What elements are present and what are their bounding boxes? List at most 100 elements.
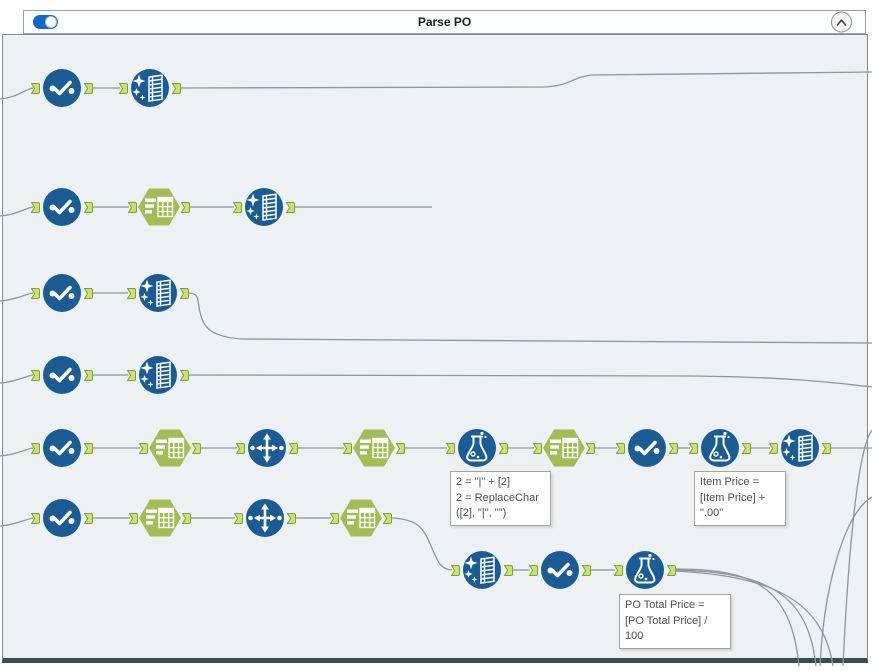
tool-select[interactable] (529, 548, 591, 592)
tool-formula[interactable] (689, 426, 751, 470)
container-enable-toggle[interactable] (33, 15, 58, 29)
tool-text-to-columns[interactable] (330, 496, 392, 540)
tool-formula[interactable] (446, 426, 508, 470)
input-anchor[interactable] (533, 442, 542, 454)
tool-text-to-columns[interactable] (343, 426, 405, 470)
container-header[interactable]: Parse PO (23, 10, 866, 34)
output-anchor[interactable] (286, 201, 295, 213)
tool-select[interactable] (31, 353, 93, 397)
tool-data-cleansing[interactable] (451, 548, 513, 592)
input-anchor[interactable] (689, 442, 698, 454)
output-anchor[interactable] (84, 512, 93, 524)
tool-transpose[interactable] (236, 426, 298, 470)
select-icon (41, 67, 83, 109)
connection-wire[interactable] (187, 292, 872, 344)
connection-wire[interactable] (0, 447, 34, 457)
output-anchor[interactable] (504, 564, 513, 576)
output-anchor[interactable] (84, 442, 93, 454)
input-anchor[interactable] (234, 512, 243, 524)
tool-formula[interactable] (614, 548, 676, 592)
input-anchor[interactable] (127, 287, 136, 299)
output-anchor[interactable] (669, 442, 678, 454)
connection-wire[interactable] (187, 374, 872, 388)
tool-select[interactable] (31, 426, 93, 470)
input-anchor[interactable] (31, 442, 40, 454)
tool-select[interactable] (31, 66, 93, 110)
output-anchor[interactable] (586, 442, 595, 454)
tool-select[interactable] (616, 426, 678, 470)
input-anchor[interactable] (529, 564, 538, 576)
data-cleansing-icon (138, 355, 178, 395)
tool-data-cleansing[interactable] (127, 271, 189, 315)
input-anchor[interactable] (343, 442, 352, 454)
input-anchor[interactable] (330, 512, 339, 524)
input-anchor[interactable] (139, 442, 148, 454)
output-anchor[interactable] (192, 442, 201, 454)
output-anchor[interactable] (182, 512, 191, 524)
input-anchor[interactable] (614, 564, 623, 576)
output-anchor[interactable] (84, 201, 93, 213)
output-anchor[interactable] (181, 201, 190, 213)
tool-transpose[interactable] (234, 496, 296, 540)
connection-wire[interactable] (842, 429, 872, 667)
connection-wire[interactable] (819, 496, 872, 667)
output-anchor[interactable] (84, 287, 93, 299)
output-anchor[interactable] (84, 369, 93, 381)
tool-text-to-columns[interactable] (128, 185, 190, 229)
input-anchor[interactable] (233, 201, 242, 213)
connection-wire[interactable] (0, 374, 34, 384)
output-anchor[interactable] (582, 564, 591, 576)
input-anchor[interactable] (616, 442, 625, 454)
input-anchor[interactable] (31, 512, 40, 524)
output-anchor[interactable] (84, 82, 93, 94)
tool-data-cleansing[interactable] (127, 353, 189, 397)
tool-annotation[interactable]: 2 = "|" + [2] 2 = ReplaceChar ([2], "|",… (450, 471, 551, 526)
input-anchor[interactable] (236, 442, 245, 454)
tool-data-cleansing[interactable] (769, 426, 831, 470)
tool-select[interactable] (31, 185, 93, 229)
input-anchor[interactable] (119, 82, 128, 94)
tool-text-to-columns[interactable] (139, 426, 201, 470)
input-anchor[interactable] (446, 442, 455, 454)
data-cleansing-icon (138, 273, 178, 313)
tool-data-cleansing[interactable] (233, 185, 295, 229)
output-anchor[interactable] (180, 369, 189, 381)
collapse-button[interactable] (831, 11, 852, 33)
connection-wire[interactable] (0, 517, 34, 527)
output-anchor[interactable] (499, 442, 508, 454)
input-anchor[interactable] (31, 82, 40, 94)
connection-wire[interactable] (674, 568, 800, 667)
input-anchor[interactable] (451, 564, 460, 576)
input-anchor[interactable] (31, 287, 40, 299)
tool-annotation[interactable]: Item Price = [Item Price] + ".00" (694, 471, 786, 526)
input-anchor[interactable] (769, 442, 778, 454)
connection-wire[interactable] (0, 206, 34, 217)
output-anchor[interactable] (180, 287, 189, 299)
output-anchor[interactable] (287, 512, 296, 524)
connection-wire[interactable] (179, 71, 872, 89)
tool-select[interactable] (31, 496, 93, 540)
tool-text-to-columns[interactable] (129, 496, 191, 540)
output-anchor[interactable] (383, 512, 392, 524)
output-anchor[interactable] (822, 442, 831, 454)
tool-data-cleansing[interactable] (119, 66, 181, 110)
connection-wire[interactable] (0, 292, 34, 302)
output-anchor[interactable] (742, 442, 751, 454)
output-anchor[interactable] (396, 442, 405, 454)
output-anchor[interactable] (289, 442, 298, 454)
output-anchor[interactable] (172, 82, 181, 94)
input-anchor[interactable] (127, 369, 136, 381)
container-canvas-area[interactable] (2, 34, 868, 663)
tool-text-to-columns[interactable] (533, 426, 595, 470)
tool-annotation[interactable]: PO Total Price = [PO Total Price] / 100 (619, 594, 731, 649)
connection-wire[interactable] (390, 517, 453, 571)
connection-wire[interactable] (674, 570, 834, 667)
tool-select[interactable] (31, 271, 93, 315)
select-icon (41, 272, 83, 314)
input-anchor[interactable] (129, 512, 138, 524)
input-anchor[interactable] (31, 369, 40, 381)
input-anchor[interactable] (31, 201, 40, 213)
input-anchor[interactable] (128, 201, 137, 213)
output-anchor[interactable] (667, 564, 676, 576)
connection-wire[interactable] (0, 87, 34, 100)
